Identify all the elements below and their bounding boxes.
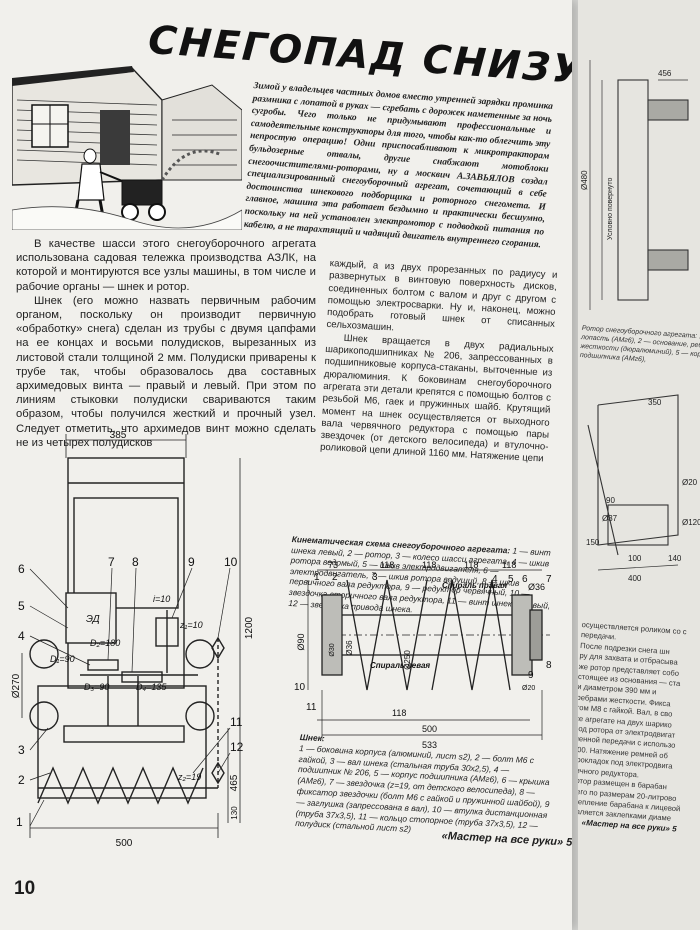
callout-6: 6 <box>18 562 25 576</box>
auger-dim-118a: 118 <box>380 560 394 570</box>
housing-dim-350: 350 <box>648 398 662 407</box>
housing-dim-90: 90 <box>606 496 615 505</box>
callout-1: 1 <box>16 815 23 829</box>
z2-label: z₂=19 <box>177 772 201 782</box>
body-paragraph: каждый, а из двух прорезанных по радиусу… <box>326 258 558 334</box>
auger-dim-118d: 118 <box>502 560 516 570</box>
dim-d270: Ø270 <box>11 673 22 698</box>
auger-d30: Ø30 <box>329 643 336 656</box>
callout-11: 11 <box>230 715 243 729</box>
callout-9: 9 <box>188 555 195 569</box>
auger-dim-500: 500 <box>422 724 437 734</box>
rotor-drawing: 456 Ø480 Условно повернуто <box>580 60 689 310</box>
auger-dim-533: 533 <box>422 740 437 750</box>
housing-dim-150: 150 <box>586 538 600 547</box>
housing-dim-d37: Ø37 <box>602 514 618 523</box>
rotor-caption: Ротор снегоуборочного агрегата: 1 — лопа… <box>579 324 700 364</box>
ratio-label: i=10 <box>153 594 170 604</box>
spiral-left-label: Спираль левая <box>370 661 430 670</box>
auger-d20: Ø20 <box>522 685 535 692</box>
auger-callout-3: 3 <box>372 572 378 583</box>
auger-callout-2: 2 <box>332 572 338 583</box>
auger-callout-8: 8 <box>546 660 552 671</box>
d90b-label: D₃=90 <box>84 682 109 692</box>
auger-caption-title: Шнек: <box>299 732 325 744</box>
housing-dim-400: 400 <box>628 574 642 583</box>
body-paragraph: Шнек вращается в двух радиальных шарикоп… <box>319 332 554 465</box>
housing-dim-d120: Ø120 <box>682 518 700 527</box>
rotor-dim-d480: Ø480 <box>580 170 589 190</box>
auger-dim-118b: 118 <box>422 560 436 570</box>
auger-callout-5: 5 <box>508 574 514 585</box>
callout-10: 10 <box>224 555 238 569</box>
kinematic-schematic: 385 500 1200 465 130 Ø270 ЭД i=10 z₁=10 … <box>11 430 255 849</box>
d135-label: D₄=135 <box>136 682 167 692</box>
auger-dim-118c: 118 <box>464 560 478 570</box>
auger-callout-1: 1 <box>314 572 320 583</box>
callout-4: 4 <box>18 629 25 643</box>
d180-label: D₂=180 <box>90 638 120 648</box>
auger-callout-7: 7 <box>546 574 552 585</box>
dim-465: 465 <box>229 774 240 791</box>
auger-callout-4: 4 <box>492 574 498 585</box>
auger-caption: Шнек: 1 — боковина корпуса (алюминий, ли… <box>295 732 556 842</box>
page-number: 10 <box>14 878 36 899</box>
callout-5: 5 <box>18 599 25 613</box>
z1-label: z₁=10 <box>179 620 203 630</box>
callout-8: 8 <box>132 555 139 569</box>
dim-130: 130 <box>230 806 239 820</box>
auger-caption-text: 1 — боковина корпуса (алюминий, лист s2)… <box>294 742 550 835</box>
callout-7: 7 <box>108 555 115 569</box>
callout-3: 3 <box>18 743 25 757</box>
body-column-1: В качестве шасси этого снегоуборочного а… <box>16 237 316 450</box>
journal-footer: «Мастер на все руки» 5'96 <box>441 830 572 850</box>
body-paragraph: В качестве шасси этого снегоуборочного а… <box>16 238 316 293</box>
auger-callout-10: 10 <box>294 682 306 693</box>
body-paragraph: Шнек (его можно назвать первичным рабочи… <box>16 294 316 449</box>
auger-dim-73: 73 <box>328 560 338 570</box>
auger-dim-d36-top: Ø36 <box>528 582 545 592</box>
dim-height: 1200 <box>244 616 255 639</box>
dim-width-top: 385 <box>110 430 127 441</box>
callout-2: 2 <box>18 773 25 787</box>
auger-d36: Ø36 <box>345 640 354 656</box>
dim-width-bottom: 500 <box>116 838 133 849</box>
rotor-housing-drawing: 350 Ø20 90 Ø37 150 100 400 140 Ø120 <box>586 394 700 583</box>
housing-dim-100: 100 <box>628 554 642 563</box>
motor-label: ЭД <box>86 614 100 625</box>
auger-drawing: 73 118 118 118 118 Ø36 118 500 533 Ø90 Ø… <box>294 560 552 750</box>
rotor-dim-456: 456 <box>658 69 672 78</box>
auger-callout-9: 9 <box>528 670 534 681</box>
d90a-label: D₁=90 <box>50 654 75 664</box>
magazine-page-left: СНЕГОПАД СНИЗУ ВВЕРХ <box>0 0 572 930</box>
article-lead: Зимой у владельцев частных домов вместо … <box>243 80 554 250</box>
auger-dim-118-bottom: 118 <box>392 708 406 718</box>
auger-callout-6: 6 <box>522 574 528 585</box>
spiral-right-label: Спираль правая <box>442 581 507 590</box>
auger-d250: Ø250 <box>403 650 412 670</box>
rotor-side-label: Условно повернуто <box>607 177 614 240</box>
housing-dim-140: 140 <box>668 554 682 563</box>
auger-d90: Ø90 <box>296 633 306 650</box>
auger-callout-11: 11 <box>306 702 317 713</box>
snowblower-illustration <box>12 60 242 230</box>
right-page-text: осуществляется роликом со с передачи. По… <box>578 620 700 827</box>
callout-12: 12 <box>230 740 244 754</box>
housing-dim-d20: Ø20 <box>682 478 698 487</box>
body-column-2: каждый, а из двух прорезанных по радиусу… <box>320 258 558 466</box>
magazine-page-right: 456 Ø480 Условно повернуто Ротор снегоуб… <box>578 0 700 930</box>
